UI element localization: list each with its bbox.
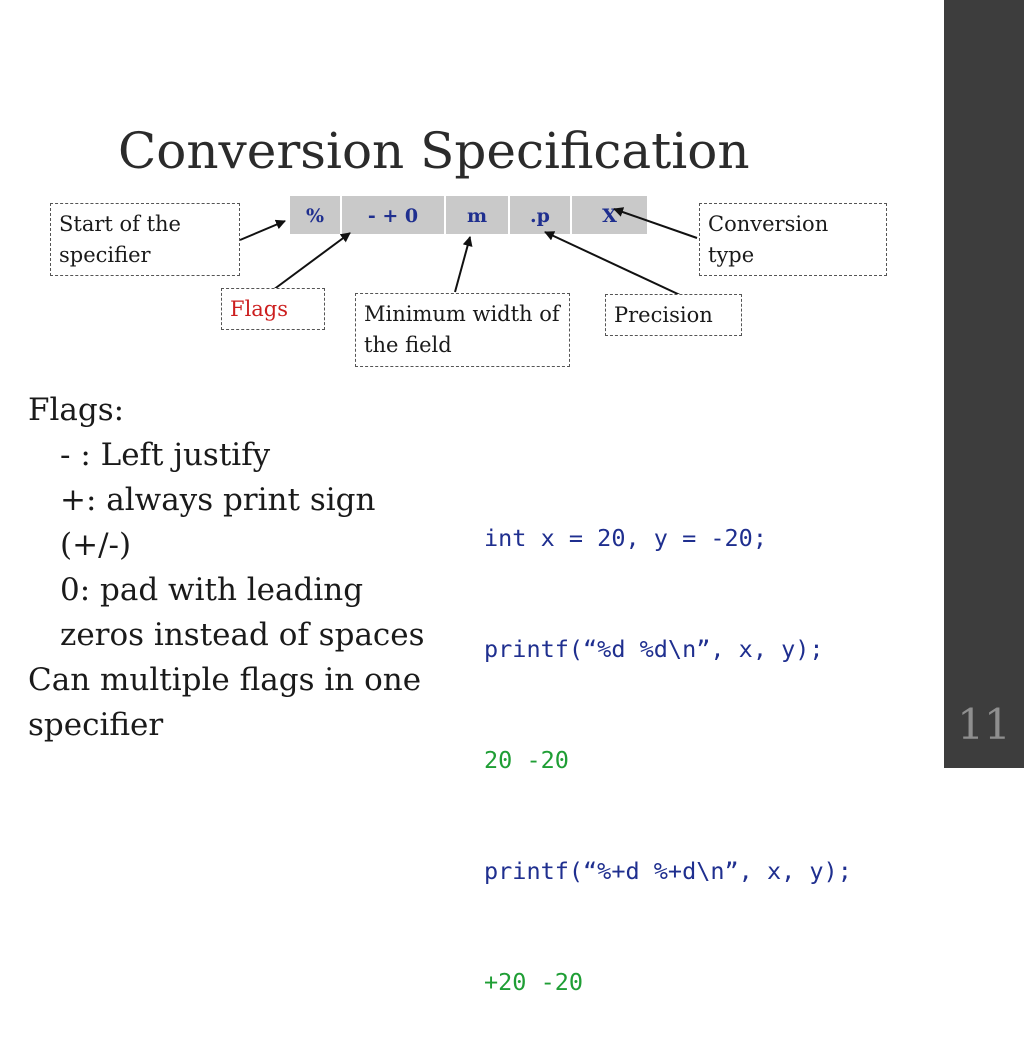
arrow-start <box>239 219 286 241</box>
flag-item-pad-zeros-cont: zeros instead of spaces <box>60 617 425 653</box>
spec-cell-percent: % <box>290 196 342 234</box>
flag-item-left-justify: - : Left justify <box>60 437 271 473</box>
specifier-format-bar: % - + 0 m .p X <box>290 196 647 234</box>
callout-minimum-width: Minimum width of the field <box>355 293 570 367</box>
code-example: int x = 20, y = -20; printf(“%d %d\n”, x… <box>484 446 852 1038</box>
callout-precision: Precision <box>605 294 742 336</box>
spec-cell-precision: .p <box>510 196 572 234</box>
arrow-min-width <box>454 236 473 293</box>
code-line-printf-plain: printf(“%d %d\n”, x, y); <box>484 635 824 663</box>
callout-conversion-type: Conversion type <box>699 203 887 276</box>
code-output-sign: +20 -20 <box>484 968 584 996</box>
flags-footer-line-1: Can multiple flags in one <box>28 662 422 698</box>
flag-item-pad-zeros: 0: pad with leading <box>60 572 364 608</box>
slide-title: Conversion Specification <box>118 122 750 180</box>
flags-heading: Flags: <box>28 392 125 428</box>
code-line-printf-sign: printf(“%+d %+d\n”, x, y); <box>484 857 852 885</box>
flag-item-print-sign-cont: (+/-) <box>60 527 132 563</box>
callout-arrows <box>239 207 698 296</box>
callout-flags: Flags <box>221 288 325 330</box>
flags-explanation: Flags: - : Left justify +: always print … <box>28 388 425 748</box>
callout-start-of-specifier: Start of the specifier <box>50 203 240 276</box>
arrow-conversion <box>613 207 698 239</box>
spec-cell-flags: - + 0 <box>342 196 446 234</box>
code-output-plain: 20 -20 <box>484 746 569 774</box>
slide-number: 11 <box>957 700 1011 749</box>
arrow-flags <box>272 232 351 291</box>
code-line-declaration: int x = 20, y = -20; <box>484 524 767 552</box>
spec-cell-width: m <box>446 196 510 234</box>
flags-footer-line-2: specifier <box>28 707 164 743</box>
arrow-precision <box>544 231 681 296</box>
flag-item-print-sign: +: always print sign <box>60 482 376 518</box>
right-sidebar <box>944 0 1024 768</box>
